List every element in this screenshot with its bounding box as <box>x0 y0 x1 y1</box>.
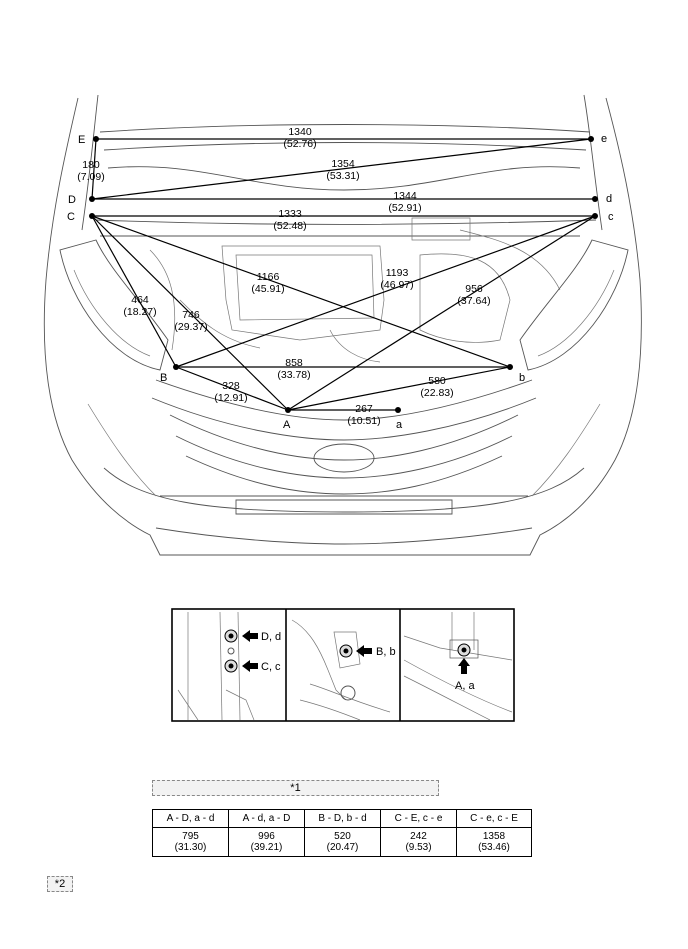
dim-D-d-in: (52.91) <box>388 202 421 214</box>
dim-A-b-mm: 580 <box>428 375 446 387</box>
inset-label-C-c: C, c <box>261 661 281 673</box>
dim-C-B-mm: 464 <box>131 294 149 306</box>
dimension-table: A - D, a - d A - d, a - D B - D, b - d C… <box>152 809 532 857</box>
inset-label-B-b: B, b <box>376 646 396 658</box>
dim-B-b-mm: 858 <box>285 357 303 369</box>
dim-C-b-in: (45.91) <box>251 283 284 295</box>
table-header-row: A - D, a - d A - d, a - D B - D, b - d C… <box>152 809 532 828</box>
measurement-labels: 1340 (52.76) 180 (7.09) 1354 (53.31) 134… <box>77 126 490 427</box>
vehicle-front-outline <box>43 94 642 556</box>
point-label-A: A <box>283 419 291 431</box>
point-C-dot <box>89 213 95 219</box>
dim-A-b-in: (22.83) <box>420 387 453 399</box>
cell-in: (20.47) <box>326 842 359 853</box>
point-D-dot <box>89 196 95 202</box>
point-label-E: E <box>78 134 85 146</box>
point-B-dot <box>173 364 179 370</box>
cell-in: (9.53) <box>405 842 432 853</box>
line-D-e <box>91 138 592 200</box>
cell-mm: 242 <box>410 831 427 842</box>
line-B-c <box>175 215 596 368</box>
line-B-A <box>175 366 289 411</box>
point-label-b: b <box>519 372 525 384</box>
dim-C-c-in: (52.48) <box>273 220 306 232</box>
table-cell: 795(31.30) <box>152 827 229 857</box>
point-label-a: a <box>396 419 403 431</box>
dim-B-c-in: (46.97) <box>380 279 413 291</box>
dim-B-b-in: (33.78) <box>277 369 310 381</box>
measurement-lines <box>91 138 596 411</box>
dim-C-A-in: (29.37) <box>174 321 207 333</box>
point-a-dot <box>395 407 401 413</box>
inset-A: A, a <box>403 612 513 721</box>
line-C-b <box>91 215 511 368</box>
table-header: A - D, a - d <box>152 809 229 828</box>
dim-B-A-in: (12.91) <box>214 392 247 404</box>
arrow-left-icon <box>242 660 258 672</box>
table-header: A - d, a - D <box>228 809 305 828</box>
callout-1: *1 <box>152 780 439 796</box>
arrow-up-icon <box>458 658 470 674</box>
table-header: B - D, b - d <box>304 809 381 828</box>
line-A-b <box>287 366 511 411</box>
dim-E-D-mm: 180 <box>82 159 100 171</box>
table-cell: 520(20.47) <box>304 827 381 857</box>
dim-A-c-in: (37.64) <box>457 295 490 307</box>
dim-D-e-mm: 1354 <box>331 158 355 170</box>
point-b-dot <box>507 364 513 370</box>
dim-A-c-mm: 956 <box>465 283 483 295</box>
dim-D-d-mm: 1344 <box>393 190 417 202</box>
callout-2: *2 <box>47 876 73 892</box>
point-label-c: c <box>608 211 614 223</box>
dim-A-a-in: (10.51) <box>347 415 380 427</box>
detail-insets: D, d C, c B, b A, a <box>171 608 515 722</box>
measurement-points: E D C B A e d c b a <box>67 133 614 431</box>
inset-label-A-a: A, a <box>455 680 475 692</box>
arrow-left-icon <box>242 630 258 642</box>
dim-C-A-mm: 746 <box>182 309 200 321</box>
table-row: 795(31.30) 996(39.21) 520(20.47) 242(9.5… <box>152 827 532 857</box>
table-cell: 242(9.53) <box>380 827 457 857</box>
inset-C-D: D, d C, c <box>177 611 281 721</box>
dim-C-b-mm: 1166 <box>257 271 280 283</box>
point-c-dot <box>592 213 598 219</box>
arrow-left-icon <box>356 645 372 657</box>
cell-mm: 996 <box>258 831 275 842</box>
cell-in: (53.46) <box>478 842 510 853</box>
point-E-dot <box>93 136 99 142</box>
table-header: C - e, c - E <box>456 809 532 828</box>
point-e-dot <box>588 136 594 142</box>
dim-E-e-mm: 1340 <box>288 126 312 138</box>
point-label-d: d <box>606 193 612 205</box>
point-A-dot <box>285 407 291 413</box>
table-header: C - E, c - e <box>380 809 457 828</box>
table-cell: 996(39.21) <box>228 827 305 857</box>
point-label-D: D <box>68 194 76 206</box>
cell-in: (31.30) <box>174 842 207 853</box>
line-A-c <box>287 215 596 411</box>
point-d-dot <box>592 196 598 202</box>
cell-in: (39.21) <box>250 842 283 853</box>
point-label-C: C <box>67 211 75 223</box>
line-C-B <box>91 215 177 368</box>
dim-E-e-in: (52.76) <box>283 138 316 150</box>
point-label-B: B <box>160 372 167 384</box>
table-cell: 1358(53.46) <box>456 827 532 857</box>
cell-mm: 520 <box>334 831 351 842</box>
inset-label-D-d: D, d <box>261 631 281 643</box>
dim-C-c-mm: 1333 <box>278 208 302 220</box>
dim-A-a-mm: 267 <box>355 403 373 415</box>
dim-B-c-mm: 1193 <box>386 267 409 279</box>
line-C-A <box>91 215 289 411</box>
point-label-e: e <box>601 133 607 145</box>
cell-mm: 1358 <box>482 831 506 842</box>
dim-B-A-mm: 328 <box>222 380 240 392</box>
dim-D-e-in: (53.31) <box>326 170 359 182</box>
line-E-D <box>91 138 97 200</box>
cell-mm: 795 <box>182 831 199 842</box>
dim-C-B-in: (18.27) <box>123 306 156 318</box>
dim-E-D-in: (7.09) <box>77 171 104 183</box>
inset-B: B, b <box>291 619 396 721</box>
